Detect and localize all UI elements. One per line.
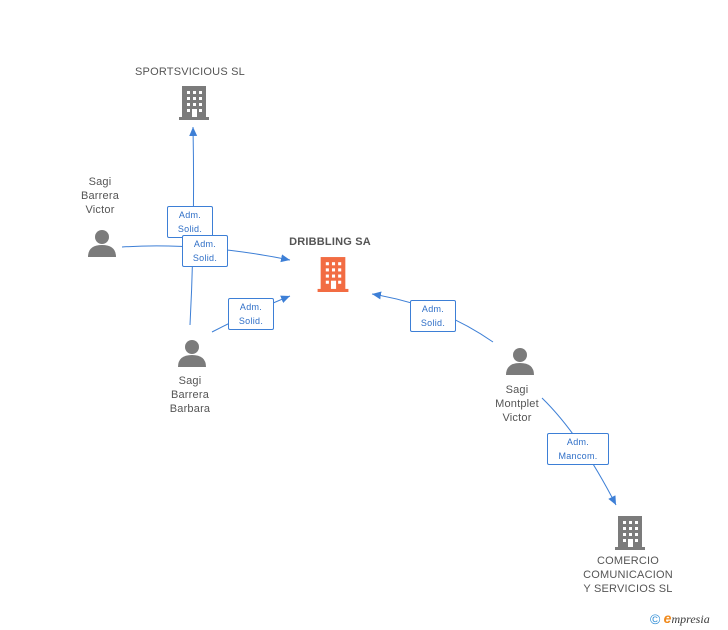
edge-label-line: Solid. — [420, 318, 446, 328]
person-label-montplet[interactable]: Sagi Montplet Victor — [477, 383, 557, 425]
empresia-logo-initial: e — [663, 610, 672, 626]
edge-label-adm-solid: Adm. Solid. — [228, 298, 274, 330]
company-label-dribbling[interactable]: DRIBBLING SA — [270, 235, 390, 249]
building-icon — [178, 84, 210, 125]
empresia-logo-text: mpresia — [671, 612, 710, 626]
edge-label-line: Adm. — [239, 302, 263, 312]
building-icon-center — [316, 255, 350, 297]
person-label-victor[interactable]: Sagi Barrera Victor — [60, 175, 140, 217]
person-name-line: Sagi — [88, 176, 112, 188]
person-name-line: Sagi — [178, 375, 202, 387]
person-icon — [177, 338, 207, 373]
building-icon — [614, 514, 646, 555]
person-icon — [87, 228, 117, 263]
person-name-line: Barbara — [169, 403, 211, 415]
company-label-sportsvicious[interactable]: SPORTSVICIOUS SL — [120, 65, 260, 79]
edge-label-line: Adm. — [193, 239, 217, 249]
person-name-line: Barrera — [80, 190, 120, 202]
person-label-barbara[interactable]: Sagi Barrera Barbara — [150, 374, 230, 416]
edge-label-line: Adm. — [566, 437, 590, 447]
edge-label-adm-solid: Adm. Solid. — [167, 206, 213, 238]
edge-label-line: Adm. — [178, 210, 202, 220]
edge-label-adm-solid: Adm. Solid. — [410, 300, 456, 332]
company-name: SPORTSVICIOUS SL — [135, 66, 245, 78]
person-name-line: Sagi — [505, 384, 529, 396]
edge-label-adm-solid: Adm. Solid. — [182, 235, 228, 267]
edge-label-line: Mancom. — [558, 451, 598, 461]
person-name-line: Barrera — [170, 389, 210, 401]
person-name-line: Victor — [502, 412, 532, 424]
company-name-line: COMUNICACION — [583, 569, 673, 581]
company-label-comercio[interactable]: COMERCIO COMUNICACION Y SERVICIOS SL — [568, 554, 688, 596]
edge-label-line: Solid. — [238, 316, 264, 326]
edge-label-adm-mancom: Adm. Mancom. — [547, 433, 609, 465]
company-name-line: Y SERVICIOS SL — [583, 583, 673, 595]
person-icon — [505, 346, 535, 381]
company-name: DRIBBLING SA — [289, 236, 371, 248]
copyright-symbol: © — [650, 611, 661, 627]
person-name-line: Victor — [85, 204, 115, 216]
empresia-brand[interactable]: © empresia — [650, 610, 710, 627]
company-name-line: COMERCIO — [596, 555, 660, 567]
edge-label-line: Adm. — [421, 304, 445, 314]
edge-label-line: Solid. — [192, 253, 218, 263]
person-name-line: Montplet — [495, 398, 539, 410]
edge-label-line: Solid. — [177, 224, 203, 234]
